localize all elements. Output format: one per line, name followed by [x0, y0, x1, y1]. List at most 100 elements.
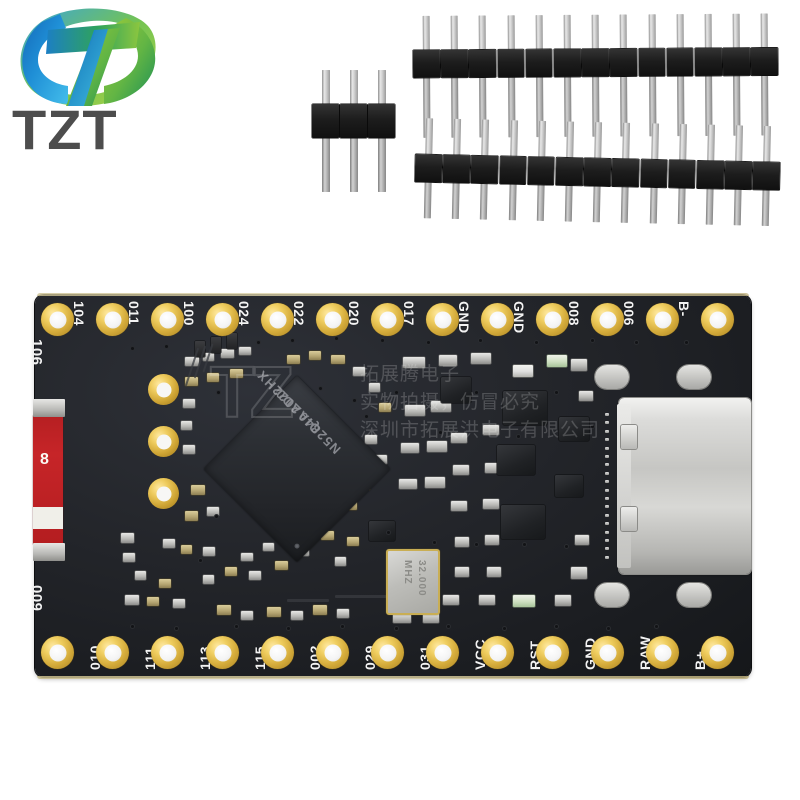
bottom-pad-031[interactable] — [371, 636, 404, 669]
header-body-segment — [525, 49, 553, 78]
header-pin — [322, 136, 330, 192]
bottom-pad-115[interactable] — [206, 636, 239, 669]
crystal-unit: MHZ — [402, 560, 413, 585]
smd-component — [353, 367, 365, 376]
smd-component — [483, 499, 499, 509]
smd-component — [479, 595, 495, 605]
usb-contact-pin — [605, 413, 609, 416]
pcb-via — [447, 625, 450, 628]
pcb-via — [555, 625, 558, 628]
header-body-segment — [469, 49, 497, 78]
pcb-via — [387, 531, 390, 534]
bottom-pad-rst[interactable] — [481, 636, 514, 669]
header-body-segment — [553, 48, 581, 78]
usb-contact-pin — [605, 455, 609, 458]
header-pin — [425, 118, 434, 157]
smd-component — [423, 613, 439, 623]
top-pad-100[interactable] — [151, 303, 184, 336]
header-body-segment — [340, 104, 367, 138]
pad-hole — [104, 311, 121, 328]
smd-component — [335, 557, 346, 566]
top-pad-gnd[interactable] — [481, 303, 514, 336]
bottom-pad-b+[interactable] — [646, 636, 679, 669]
pad-label-gnd: GND — [456, 301, 472, 334]
pcb-via — [523, 543, 526, 546]
bottom-pad-n12[interactable] — [701, 636, 734, 669]
top-pad-011[interactable] — [96, 303, 129, 336]
bottom-pad-111[interactable] — [96, 636, 129, 669]
header-body-segment — [694, 47, 722, 77]
header-pin — [378, 136, 386, 192]
smd-component — [555, 595, 571, 606]
pcb-via — [591, 339, 594, 342]
pcb-via — [607, 627, 610, 630]
smd-component — [571, 359, 587, 371]
header-pin — [453, 118, 462, 158]
smd-component — [427, 441, 447, 452]
pad-label-020: 020 — [346, 301, 362, 326]
pad-hole — [379, 311, 396, 328]
header-pin — [678, 124, 687, 163]
smd-component — [401, 443, 419, 453]
bottom-pad-113[interactable] — [151, 636, 184, 669]
top-pad-008[interactable] — [536, 303, 569, 336]
pcb-via — [365, 415, 368, 418]
smd-component — [263, 543, 274, 551]
edge-label-bottom-left: 009 — [28, 585, 45, 612]
top-pad-104[interactable] — [41, 303, 74, 336]
pcb-via — [635, 341, 638, 344]
tzt-logo: TZT — [8, 6, 168, 158]
header-pin — [536, 182, 545, 221]
bottom-pad-vcc[interactable] — [426, 636, 459, 669]
smd-component — [185, 511, 198, 521]
smd-component — [203, 547, 215, 556]
bottom-pad-029[interactable] — [316, 636, 349, 669]
header-body-segment — [724, 161, 753, 190]
pad-hole — [434, 644, 451, 661]
pad-hole — [599, 644, 616, 661]
smd-component — [393, 613, 411, 623]
top-pad-024[interactable] — [206, 303, 239, 336]
smd-component — [439, 355, 457, 366]
smd-component — [181, 545, 192, 554]
smd-component — [227, 333, 237, 349]
usb-c-connector[interactable] — [617, 398, 751, 574]
pcb-via — [433, 541, 436, 544]
usb-contact-pin — [605, 421, 609, 425]
header-pin — [704, 13, 712, 50]
header-pin — [592, 184, 601, 223]
smd-component — [313, 605, 327, 615]
pad-label-022: 022 — [291, 301, 307, 326]
header-pin — [322, 70, 330, 106]
header-pin — [350, 136, 358, 192]
smd-component — [513, 595, 535, 607]
smd-component — [485, 463, 501, 473]
pcb-via — [287, 627, 290, 630]
header-body-segment — [414, 154, 442, 183]
top-pad-017[interactable] — [371, 303, 404, 336]
smd-component — [207, 373, 219, 382]
bottom-pad-010[interactable] — [41, 636, 74, 669]
bottom-pad-gnd[interactable] — [536, 636, 569, 669]
bottom-pad-002[interactable] — [261, 636, 294, 669]
top-pad-gnd[interactable] — [426, 303, 459, 336]
header-body-segment — [442, 154, 471, 184]
bottom-pad-raw[interactable] — [591, 636, 624, 669]
top-pad-n12[interactable] — [701, 303, 734, 336]
top-pad-b-[interactable] — [646, 303, 679, 336]
top-pad-020[interactable] — [316, 303, 349, 336]
pad-hole — [324, 644, 341, 661]
header-body-segment — [499, 155, 527, 185]
pad-hole — [104, 644, 121, 661]
smd-component — [455, 567, 469, 577]
header-pin — [622, 122, 631, 161]
smd-component — [405, 405, 425, 416]
usb-contact-pin — [605, 480, 609, 484]
pcb-via — [291, 339, 294, 342]
top-pad-006[interactable] — [591, 303, 624, 336]
smd-component — [135, 571, 146, 580]
top-pad-022[interactable] — [261, 303, 294, 336]
header-pin — [538, 120, 546, 159]
header-body-segment — [412, 49, 440, 78]
